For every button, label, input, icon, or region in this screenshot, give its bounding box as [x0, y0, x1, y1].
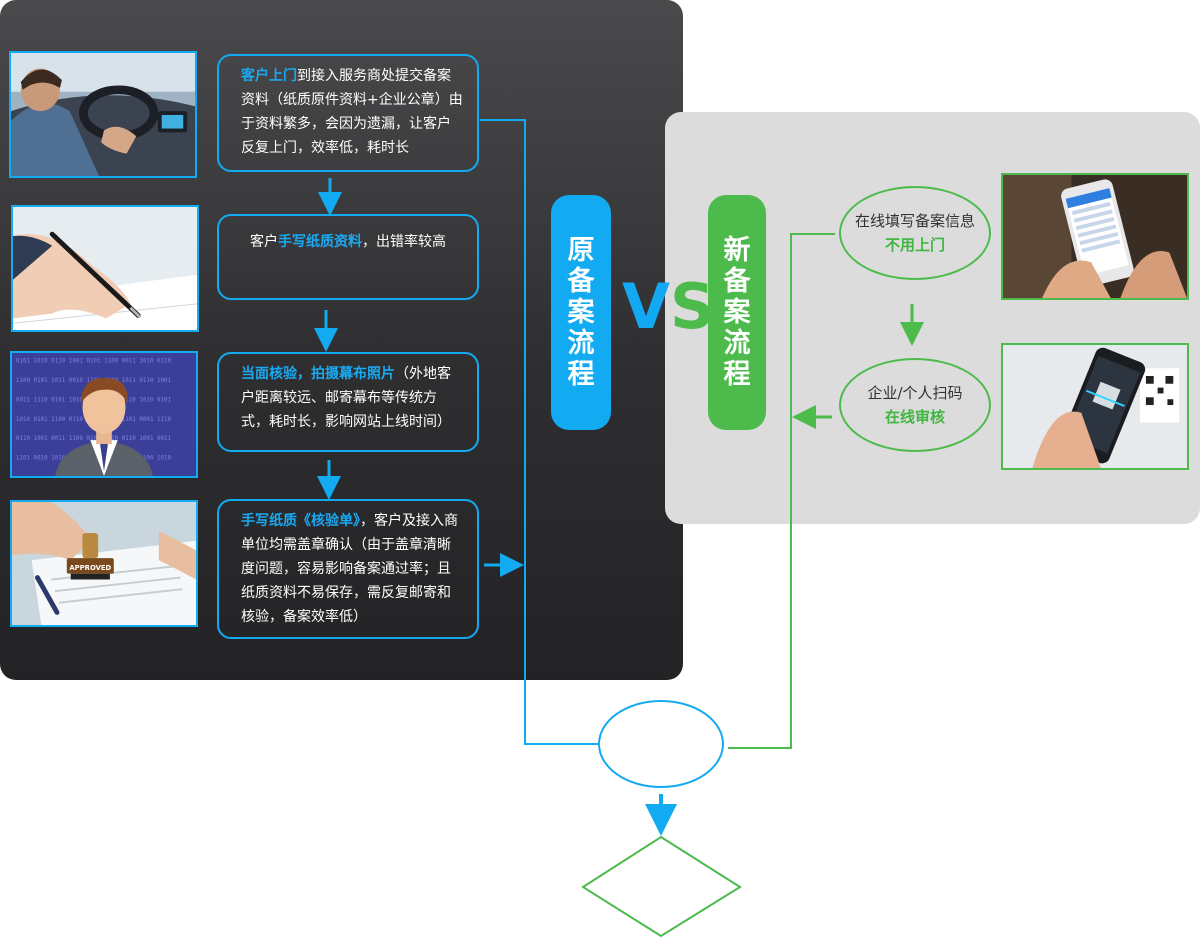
- old-process-title: 原 备 案 流 程: [551, 195, 611, 430]
- old-step-3: 当面核验，拍摄幕布照片（外地客户距离较远、邮寄幕布等传统方式，耗时长，影响网站上…: [217, 352, 479, 452]
- old-step-4-text: ，客户及接入商单位均需盖章确认（由于盖章清晰度问题，容易影响备案通过率；且纸质资…: [241, 513, 458, 625]
- old-step-1-text: 到接入服务商处提交备案资料（纸质原件资料+企业公章）由于资料繁多，会因为遗漏，让…: [241, 68, 463, 156]
- merge-ellipse: [598, 700, 724, 788]
- svg-text:0101 1010 0110 1001 0101 1100: 0101 1010 0110 1001 0101 1100 0011 1010 …: [16, 359, 172, 365]
- old-step-1: 客户上门到接入服务商处提交备案资料（纸质原件资料+企业公章）由于资料繁多，会因为…: [217, 54, 479, 172]
- approved-stamp-photo: APPROVED: [10, 500, 198, 627]
- new-step-1-bubble: 在线填写备案信息 不用上门: [839, 186, 991, 280]
- smartphone-form-photo: [1001, 173, 1189, 300]
- new-step-1-highlight: 不用上门: [884, 236, 945, 254]
- new-process-title: 新 备 案 流 程: [708, 195, 766, 430]
- car-driver-photo: [9, 51, 197, 178]
- old-step-2-text: ，出错率较高: [362, 234, 446, 250]
- businessman-avatar-photo: 0101 1010 0110 1001 0101 1100 0011 1010 …: [10, 351, 198, 478]
- old-step-2-prefix: 客户: [250, 234, 278, 250]
- new-step-1-text: 在线填写备案信息: [854, 212, 975, 230]
- handwriting-photo: [11, 205, 199, 332]
- vs-label: VS: [622, 270, 715, 343]
- smartphone-qr-scan-photo: [1001, 343, 1189, 470]
- old-step-2-highlight: 手写纸质资料: [278, 234, 362, 250]
- old-step-3-highlight: 当面核验，拍摄幕布照片: [241, 366, 395, 382]
- old-step-3-text: （外地客户距离较远、邮寄幕布等传统方式，耗时长，影响网站上线时间）: [241, 366, 451, 430]
- decision-diamond: [581, 835, 742, 937]
- new-step-2-highlight: 在线审核: [884, 408, 945, 426]
- stamp-text: APPROVED: [69, 564, 111, 572]
- new-step-2-bubble: 企业/个人扫码 在线审核: [839, 358, 991, 452]
- old-step-1-highlight: 客户上门: [241, 68, 297, 84]
- old-step-4: 手写纸质《核验单》，客户及接入商单位均需盖章确认（由于盖章清晰度问题，容易影响备…: [217, 499, 479, 639]
- old-step-4-highlight: 手写纸质《核验单》: [241, 513, 360, 529]
- old-step-2: 客户手写纸质资料，出错率较高: [217, 214, 479, 300]
- svg-text:0110 1001 0011 1100 0101 1010: 0110 1001 0011 1100 0101 1010 0110 1001 …: [16, 436, 172, 442]
- new-step-2-text: 企业/个人扫码: [867, 384, 963, 402]
